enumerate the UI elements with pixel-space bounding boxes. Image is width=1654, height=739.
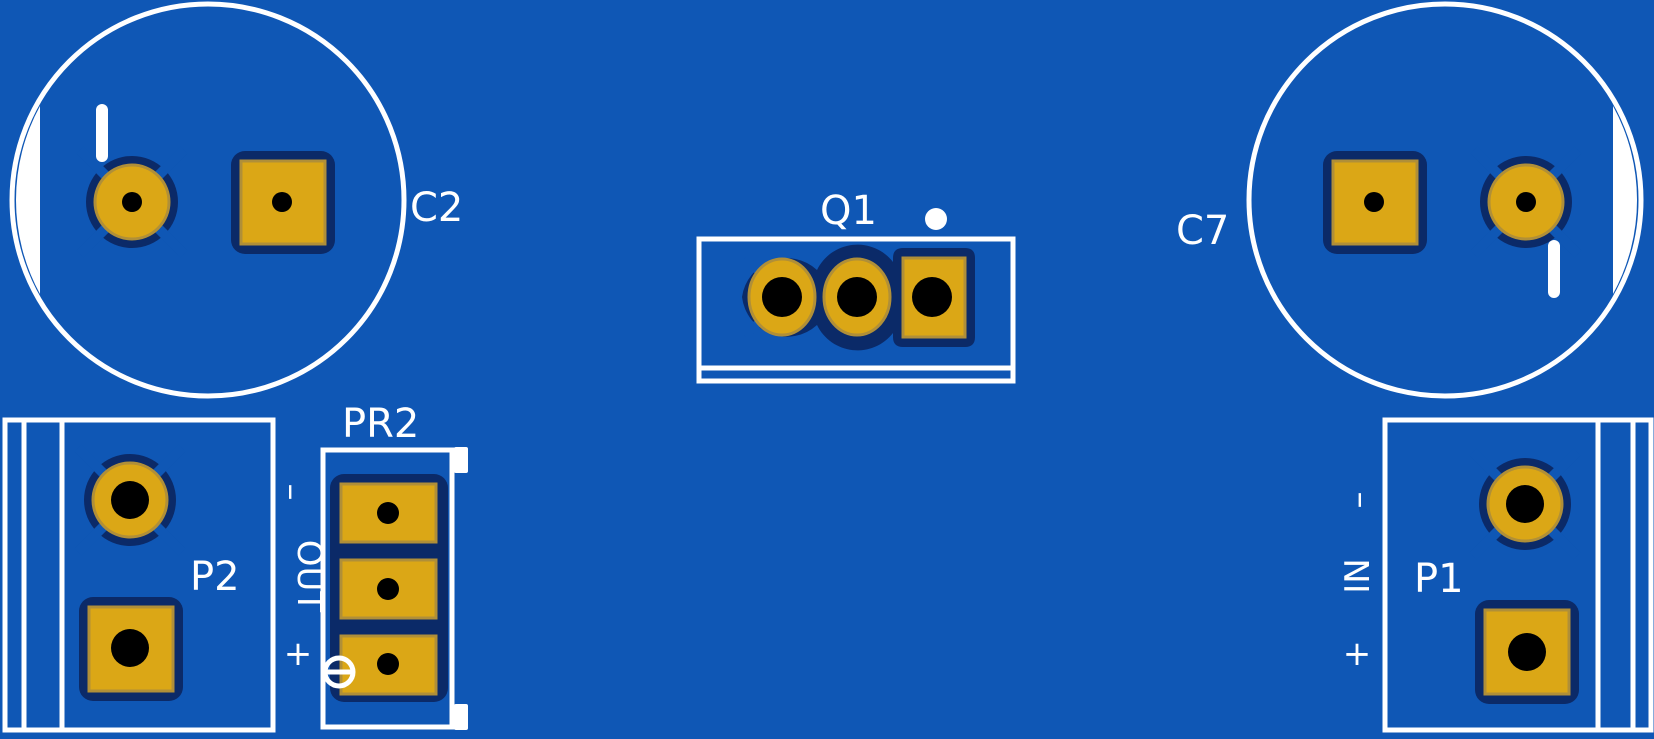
c2-outline <box>9 1 407 399</box>
p2-pad-round <box>74 444 186 556</box>
pr2-tab-bottom <box>454 704 468 730</box>
c7-polarity-band <box>1613 106 1638 294</box>
trimmer-pr2: PR2 <box>320 401 468 730</box>
c7-outline <box>1246 1 1644 399</box>
c2-designator: C2 <box>410 185 463 231</box>
q1-pads <box>742 244 975 351</box>
c2-plus-mark <box>96 104 108 162</box>
pr2-tab-top <box>454 447 468 473</box>
p2-plus-label: + <box>284 634 313 674</box>
p2-designator: P2 <box>190 554 240 600</box>
p2-outline <box>2 417 276 733</box>
capacitor-c7: C7 <box>1176 1 1644 399</box>
c2-pad-square <box>231 151 335 254</box>
q1-outline <box>696 236 1016 384</box>
p1-outline <box>1382 417 1654 733</box>
p1-designator: P1 <box>1414 556 1464 602</box>
c7-pad-square <box>1323 151 1427 254</box>
pr2-outline <box>320 447 455 730</box>
p1-plus-label: + <box>1343 634 1372 674</box>
p2-minus-label: – <box>272 484 312 501</box>
terminal-p1: P1 – IN + <box>1338 417 1654 733</box>
p1-pad-square <box>1475 600 1579 704</box>
c2-pad-round <box>76 146 188 258</box>
c7-pad-round <box>1470 146 1582 258</box>
pr2-designator: PR2 <box>342 401 419 447</box>
q1-designator: Q1 <box>820 188 877 234</box>
capacitor-c2: C2 <box>9 1 463 399</box>
c7-designator: C7 <box>1176 208 1229 254</box>
p1-pad-round <box>1469 448 1581 560</box>
p2-pad-square <box>79 597 183 701</box>
pr2-pads <box>330 474 448 702</box>
q1-pin1-dot <box>925 208 947 230</box>
p1-in-label: IN <box>1338 558 1378 593</box>
transistor-q1: Q1 <box>696 188 1016 384</box>
c2-polarity-band <box>15 106 40 294</box>
c7-plus-mark <box>1548 240 1560 298</box>
p1-minus-label: – <box>1338 492 1378 509</box>
